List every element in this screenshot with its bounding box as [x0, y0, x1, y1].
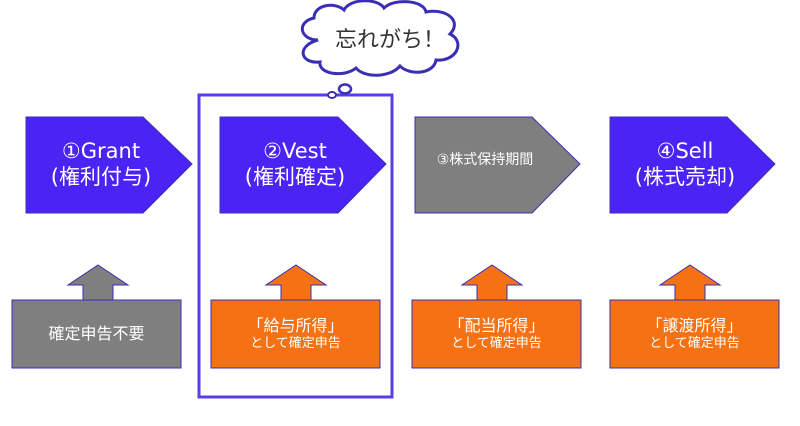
arrow-up-holding — [460, 264, 524, 302]
note-label-sell: 「譲渡所得」 として確定申告 — [610, 300, 779, 368]
stage-vest-line1: ②Vest — [263, 139, 327, 163]
stage-vest-shape — [219, 116, 387, 214]
stage-vest-line2: (権利確定) — [244, 165, 346, 190]
arrow-up-grant — [66, 264, 130, 302]
thought-cloud — [301, 0, 460, 99]
note-box-sell — [609, 299, 780, 369]
cloud-text: 忘れがち！ — [334, 28, 445, 53]
stage-label-sell: ④Sell (株式売却) — [610, 138, 760, 191]
stage-grant-shape — [25, 116, 193, 214]
note-holding-line2: として確定申告 — [451, 335, 542, 351]
stage-holding-shape — [414, 116, 581, 214]
stage-grant-line2: (権利付与) — [50, 165, 152, 190]
note-label-vest: 「給与所得」 として確定申告 — [211, 300, 380, 368]
stage-holding-line1: ③株式保持期間 — [436, 152, 534, 168]
note-grant-line1: 確定申告不要 — [48, 324, 145, 343]
note-sell-line2: として確定申告 — [649, 335, 740, 351]
stage-grant-line1: ①Grant — [61, 139, 141, 163]
stage-sell-line2: (株式売却) — [634, 165, 736, 190]
note-box-vest — [210, 299, 381, 369]
stage-sell-shape — [609, 116, 776, 214]
note-holding-line1: 「配当所得」 — [448, 315, 545, 335]
vest-highlight-frame — [197, 93, 394, 399]
note-box-holding — [411, 299, 582, 369]
arrow-up-vest — [264, 264, 328, 302]
stage-label-grant: ①Grant (権利付与) — [26, 138, 176, 191]
note-vest-line2: として確定申告 — [250, 335, 341, 351]
note-box-grant — [11, 299, 182, 369]
note-sell-line1: 「譲渡所得」 — [646, 315, 743, 335]
note-label-grant: 確定申告不要 — [12, 300, 181, 368]
arrow-up-sell — [658, 264, 722, 302]
note-label-holding: 「配当所得」 として確定申告 — [412, 300, 581, 368]
stage-sell-line1: ④Sell — [656, 139, 714, 163]
stage-label-vest: ②Vest (権利確定) — [220, 138, 370, 191]
stage-label-holding: ③株式保持期間 — [410, 152, 560, 170]
note-vest-line1: 「給与所得」 — [247, 315, 344, 335]
